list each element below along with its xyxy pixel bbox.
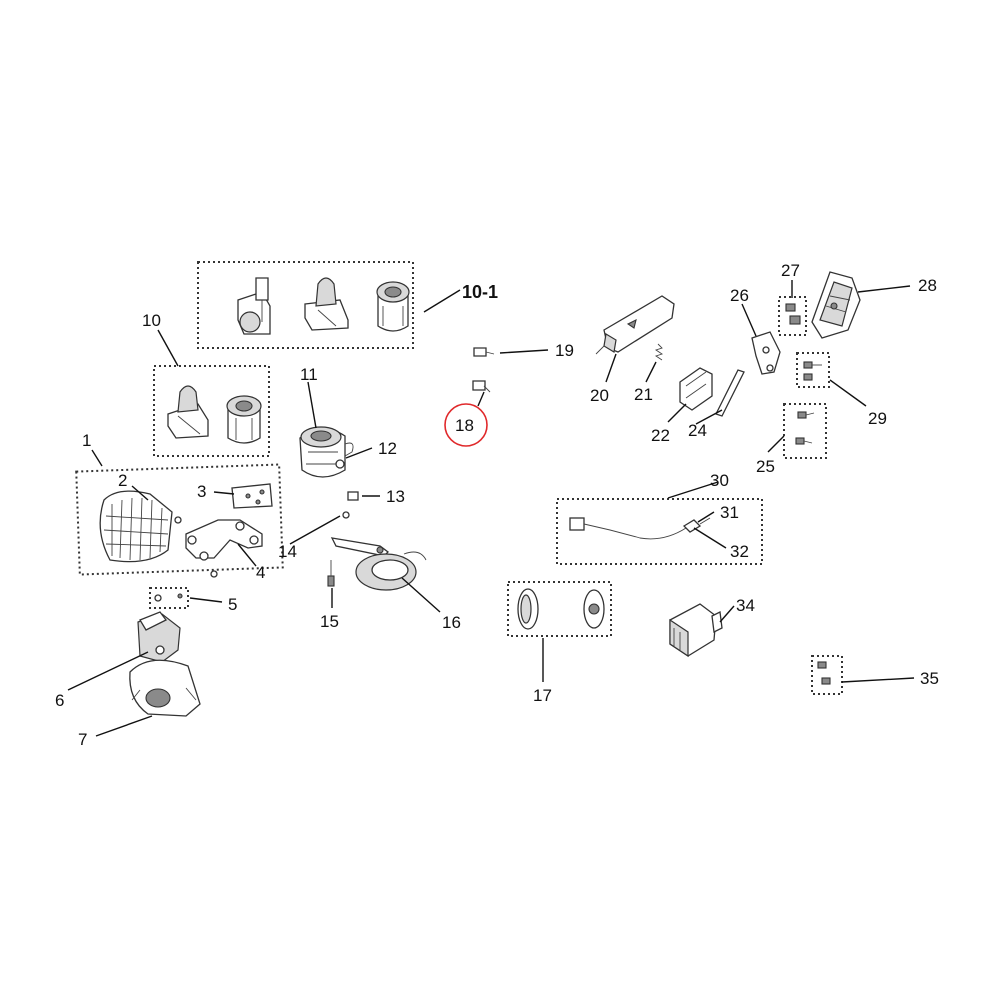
- callout-7: 7: [78, 730, 87, 749]
- callout-24: 24: [688, 421, 707, 440]
- group-box-17: [507, 581, 612, 637]
- part-25-screws: [795, 411, 815, 445]
- part-5-screw: [154, 593, 183, 602]
- part-6-upper-cover: [137, 611, 181, 663]
- part-4-mounting-bracket: [185, 519, 263, 578]
- part-10-1-socket: [376, 281, 410, 332]
- group-box-35: [811, 655, 843, 695]
- callout-32: 32: [730, 542, 749, 561]
- part-20-plate-light: [595, 295, 675, 355]
- callout-13: 13: [386, 487, 405, 506]
- group-box-1: [75, 463, 284, 576]
- part-26-bracket: [751, 331, 781, 375]
- callout-20: 20: [590, 386, 609, 405]
- callout-21: 21: [634, 385, 653, 404]
- callout-19: 19: [555, 341, 574, 360]
- group-box-25: [783, 403, 827, 459]
- part-21-spring: [654, 343, 664, 361]
- part-19-screw: [473, 347, 495, 357]
- part-24-strip: [715, 369, 745, 417]
- part-2-headlight-lens: [99, 490, 182, 563]
- callout-28: 28: [918, 276, 937, 295]
- part-35-screws: [817, 661, 831, 685]
- group-box-29: [796, 352, 830, 388]
- callout-26: 26: [730, 286, 749, 305]
- group-box-5: [149, 587, 189, 609]
- part-14-clip: [342, 511, 350, 519]
- callout-17: 17: [533, 686, 552, 705]
- callout-30: 30: [710, 471, 729, 490]
- callout-25: 25: [756, 457, 775, 476]
- callout-31: 31: [720, 503, 739, 522]
- callout-3: 3: [197, 482, 206, 501]
- callout-34: 34: [736, 596, 755, 615]
- callout-35: 35: [920, 669, 939, 688]
- callout-4: 4: [256, 563, 265, 582]
- callout-10-1: 10-1: [462, 282, 498, 302]
- callout-16: 16: [442, 613, 461, 632]
- leader-lines: [67, 280, 915, 737]
- callout-10: 10: [142, 311, 161, 330]
- part-15-bolt: [327, 560, 335, 587]
- part-10-socket: [226, 395, 262, 444]
- callout-5: 5: [228, 595, 237, 614]
- part-28-rear-light: [811, 271, 861, 339]
- part-17-reflector-right: [583, 589, 605, 629]
- highlight-circle-18: [444, 403, 488, 447]
- callout-12: 12: [378, 439, 397, 458]
- callout-15: 15: [320, 612, 339, 631]
- group-box-10: [153, 365, 270, 457]
- part-3-bracket-plate: [231, 483, 273, 509]
- part-17-reflector-left: [517, 588, 539, 630]
- part-29-screws: [803, 361, 822, 381]
- callout-18: 18: [455, 416, 474, 435]
- part-11-12-bulb-assembly: [299, 426, 354, 478]
- callout-14: 14: [278, 542, 297, 561]
- callout-22: 22: [651, 426, 670, 445]
- group-box-27: [778, 296, 807, 336]
- callout-6: 6: [55, 691, 64, 710]
- part-10-1-bulb-holder-a: [237, 277, 271, 335]
- part-22-bracket: [679, 367, 713, 411]
- callout-11: 11: [300, 365, 318, 384]
- callout-29: 29: [868, 409, 887, 428]
- part-27-nuts: [785, 303, 801, 325]
- part-7-lower-cover: [129, 659, 201, 717]
- part-34-relay-module: [669, 603, 723, 658]
- part-10-1-bulb-holder-b: [304, 277, 349, 331]
- part-13-nut: [347, 491, 359, 501]
- part-16-horn: [330, 537, 427, 591]
- callout-1: 1: [82, 431, 91, 450]
- callout-2: 2: [118, 471, 127, 490]
- part-10-bulb-holder: [167, 385, 209, 439]
- callout-27: 27: [781, 261, 800, 280]
- part-30-wire-harness: [569, 517, 711, 540]
- part-18-screw: [472, 380, 491, 393]
